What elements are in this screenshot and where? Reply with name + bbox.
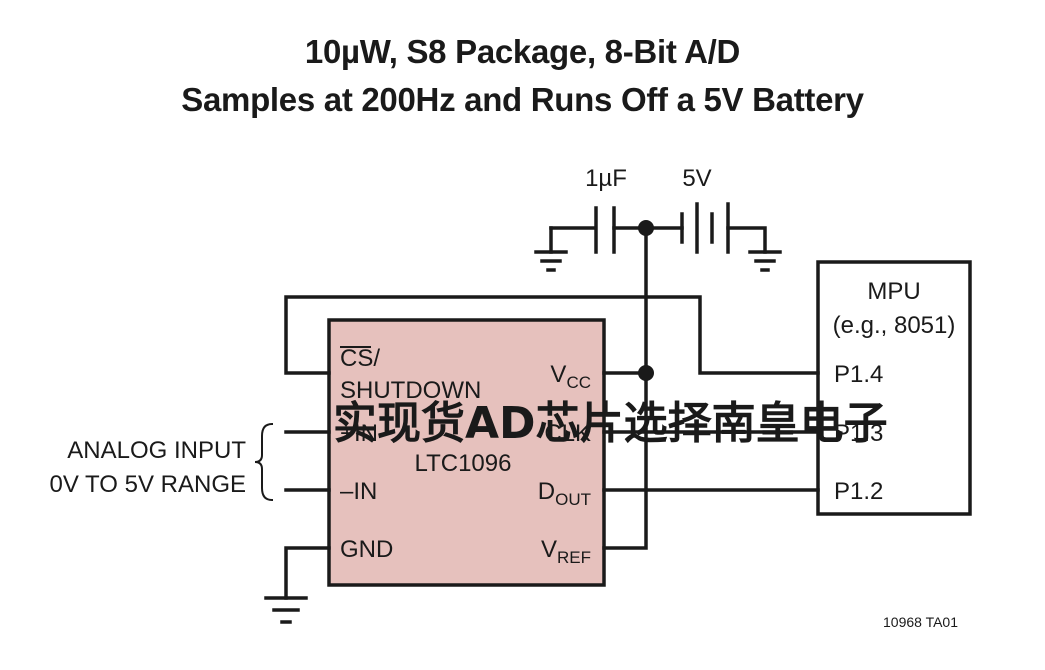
gnd-ground-symbol (264, 596, 308, 624)
pin-plus-in-label: +IN (340, 420, 378, 447)
analog-input-label: ANALOG INPUT (67, 437, 246, 464)
capacitor-label: 1µF (585, 165, 627, 192)
battery-label: 5V (682, 165, 711, 192)
ltc1096-chip-body (327, 318, 606, 587)
pin-clk-label: CLK (544, 420, 591, 447)
pin-vcc-label: VCC (550, 361, 591, 392)
watermark-text: 实现货AD芯片选择南皇电子 (333, 398, 888, 449)
pin-gnd-label: GND (340, 536, 393, 563)
battery-right-lead (726, 226, 767, 254)
vcc-vref-rail (602, 226, 648, 550)
title-line-1: 10µW, S8 Package, 8-Bit A/D (304, 33, 741, 70)
cs-to-p14-wire (284, 295, 820, 375)
mpu-pin-p14: P1.4 (834, 361, 883, 388)
pin-dout-label: DOUT (538, 478, 591, 509)
pin-cs-label: CS/ (340, 345, 380, 372)
chip-name: LTC1096 (415, 450, 512, 477)
analog-input-brace (254, 422, 274, 502)
pin-minus-in-label: –IN (340, 478, 377, 505)
mpu-name: MPU (867, 278, 920, 305)
junction-dot-top (638, 220, 654, 236)
gnd-lead (284, 546, 331, 600)
cap-ground-symbol (534, 250, 568, 272)
analog-range-label: 0V TO 5V RANGE (49, 471, 246, 498)
junction-dot-vcc (638, 365, 654, 381)
mpu-example: (e.g., 8051) (833, 312, 956, 339)
mpu-pin-p13: P1.3 (834, 420, 883, 447)
battery-ground-symbol (748, 250, 782, 272)
figure-id: 10968 TA01 (883, 614, 958, 630)
pin-vref-label: VREF (541, 536, 591, 567)
mpu-pin-p12: P1.2 (834, 478, 883, 505)
pin-shutdown-label: SHUTDOWN (340, 377, 481, 404)
title-line-2: Samples at 200Hz and Runs Off a 5V Batte… (181, 81, 864, 118)
mpu-box (816, 260, 972, 516)
